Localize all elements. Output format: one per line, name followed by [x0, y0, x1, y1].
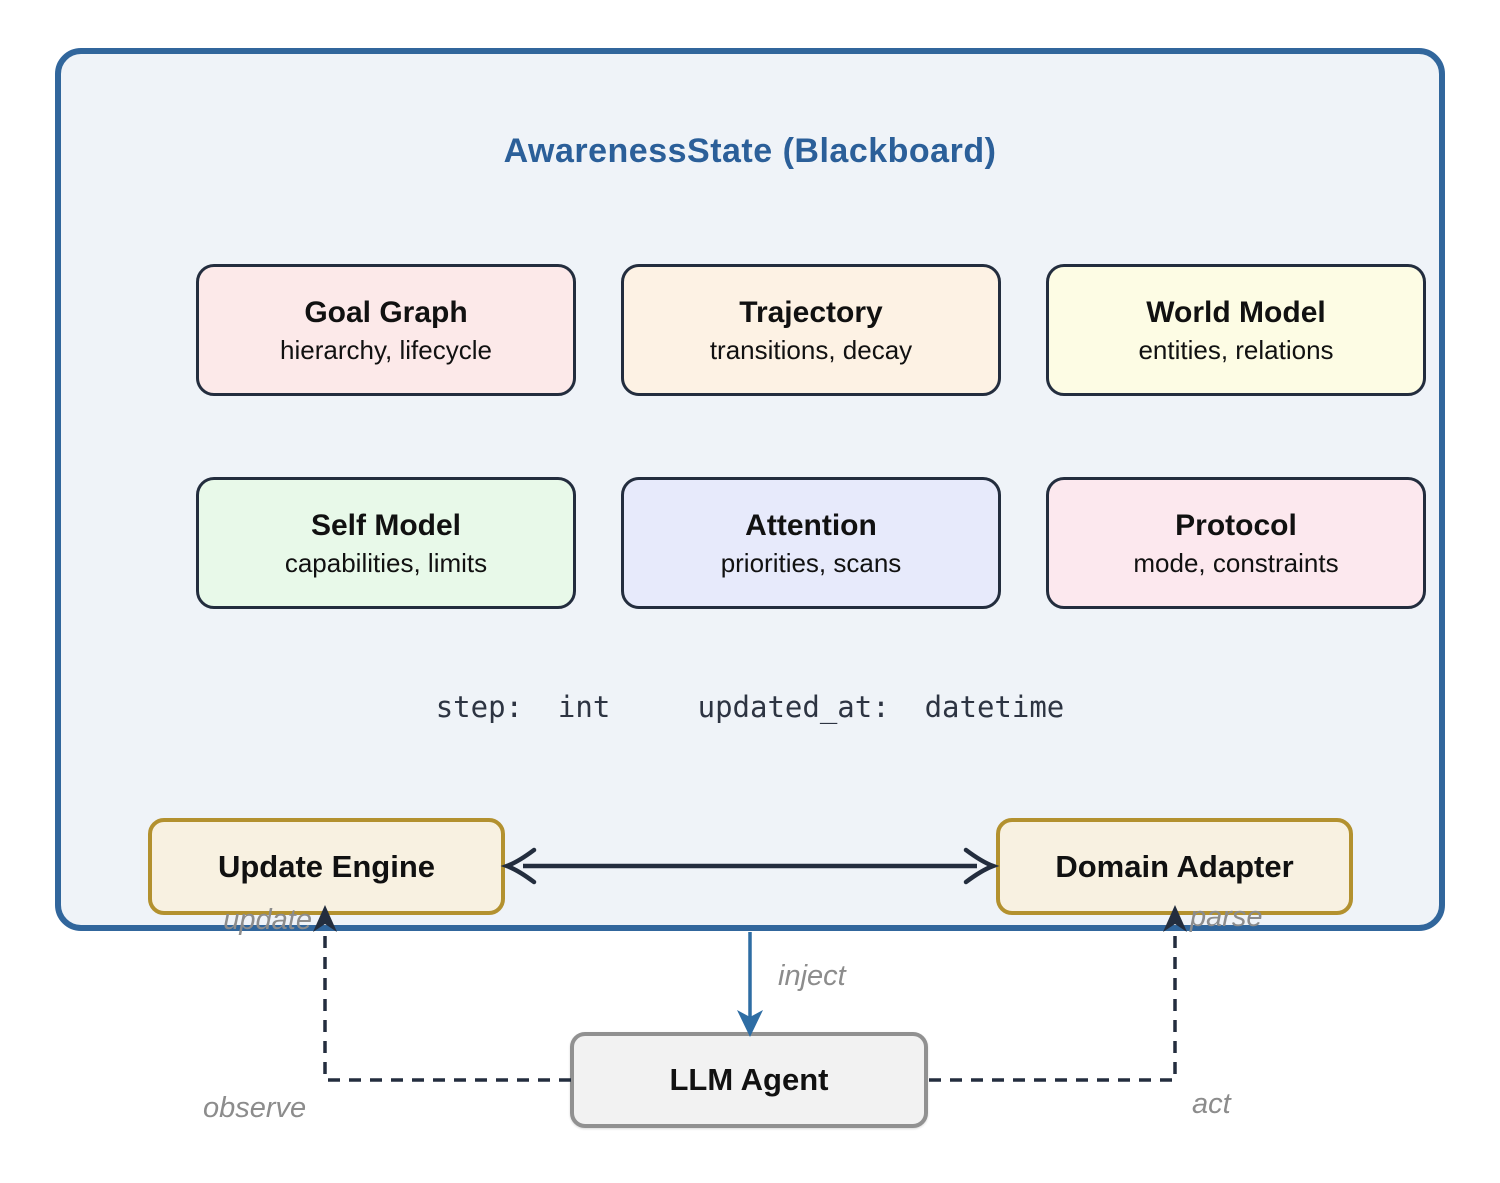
- cell-subtitle: mode, constraints: [1133, 547, 1339, 578]
- cell-subtitle: capabilities, limits: [284, 547, 488, 578]
- cell-trajectory: Trajectory transitions, decay: [621, 264, 1001, 396]
- cell-title: Attention: [745, 508, 877, 542]
- act-edge: [929, 905, 1187, 1082]
- update-engine-node: Update Engine: [148, 818, 505, 915]
- update-engine-label: Update Engine: [217, 848, 435, 884]
- update-label: update: [223, 904, 312, 936]
- observe-label: observe: [203, 1092, 307, 1124]
- domain-adapter-node: Domain Adapter: [996, 818, 1353, 915]
- cell-title: World Model: [1146, 295, 1326, 329]
- cell-world-model: World Model entities, relations: [1046, 264, 1426, 396]
- llm-agent-node: LLM Agent: [570, 1032, 928, 1128]
- blackboard-title: AwarenessState (Blackboard): [503, 132, 997, 170]
- cell-subtitle: entities, relations: [1138, 334, 1334, 365]
- cell-subtitle: transitions, decay: [709, 334, 913, 365]
- inject-label: inject: [778, 960, 846, 992]
- domain-adapter-label: Domain Adapter: [1055, 848, 1294, 884]
- act-label: act: [1192, 1088, 1231, 1120]
- inject-arrow: [737, 932, 763, 1037]
- cell-title: Self Model: [310, 508, 461, 542]
- parse-label: parse: [1190, 901, 1263, 933]
- cell-goal-graph: Goal Graph hierarchy, lifecycle: [196, 264, 576, 396]
- meta-fields-text: step: int updated_at: datetime: [435, 690, 1065, 724]
- cell-self-model: Self Model capabilities, limits: [196, 477, 576, 609]
- cell-subtitle: hierarchy, lifecycle: [280, 334, 492, 365]
- llm-agent-label: LLM Agent: [669, 1062, 829, 1097]
- cell-title: Goal Graph: [304, 295, 468, 329]
- cell-attention: Attention priorities, scans: [621, 477, 1001, 609]
- awareness-state-blackboard: AwarenessState (Blackboard) Goal Graph h…: [55, 48, 1445, 931]
- cell-title: Protocol: [1175, 508, 1297, 542]
- cell-subtitle: priorities, scans: [720, 547, 902, 578]
- cell-protocol: Protocol mode, constraints: [1046, 477, 1426, 609]
- cell-title: Trajectory: [739, 295, 883, 329]
- observe-edge: [313, 905, 571, 1082]
